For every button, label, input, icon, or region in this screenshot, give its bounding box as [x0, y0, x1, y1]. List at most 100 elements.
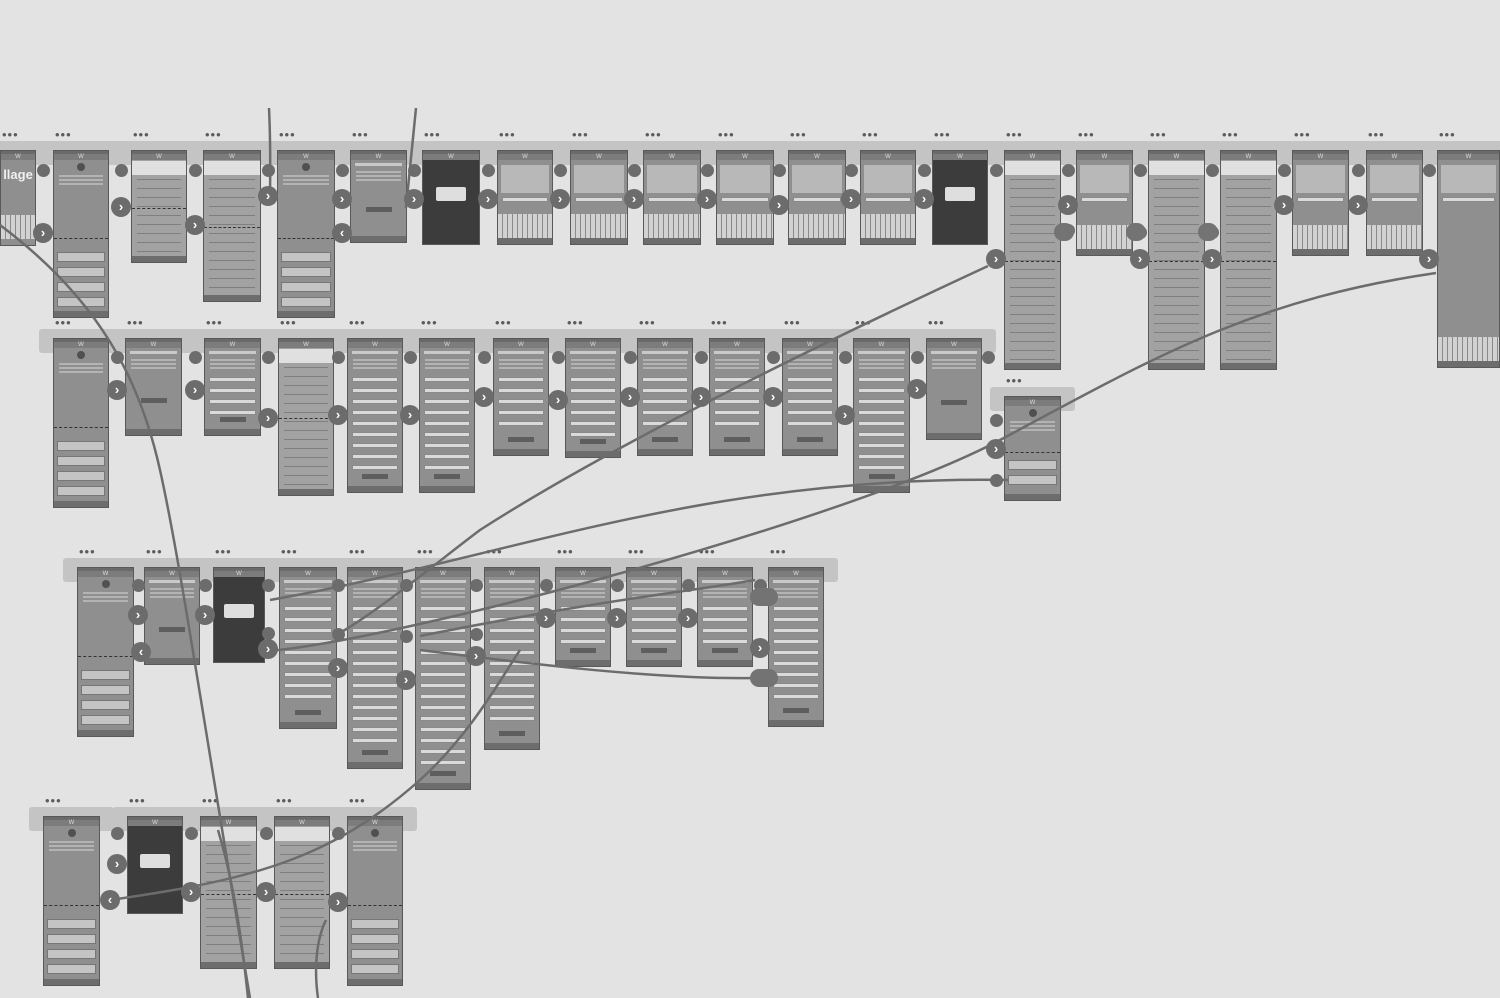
- forward-arrow-icon[interactable]: ›: [258, 186, 278, 206]
- artboard-menu-dots[interactable]: •••: [424, 130, 441, 140]
- artboard-menu-dots[interactable]: •••: [2, 130, 19, 140]
- phone-screen[interactable]: W: [43, 816, 100, 986]
- forward-arrow-icon[interactable]: ›: [258, 639, 278, 659]
- artboard-menu-dots[interactable]: •••: [349, 796, 366, 806]
- forward-arrow-icon[interactable]: ›: [328, 658, 348, 678]
- forward-arrow-icon[interactable]: ›: [128, 605, 148, 625]
- back-arrow-icon[interactable]: ‹: [131, 642, 151, 662]
- forward-arrow-icon[interactable]: ›: [763, 387, 783, 407]
- phone-screen[interactable]: W: [626, 567, 682, 667]
- artboard-menu-dots[interactable]: •••: [45, 796, 62, 806]
- artboard-menu-dots[interactable]: •••: [928, 318, 945, 328]
- forward-arrow-icon[interactable]: ›: [907, 379, 927, 399]
- phone-screen[interactable]: W: [415, 567, 471, 790]
- artboard-menu-dots[interactable]: •••: [133, 130, 150, 140]
- phone-screen[interactable]: W: [497, 150, 553, 245]
- forward-arrow-icon[interactable]: ›: [195, 605, 215, 625]
- artboard-menu-dots[interactable]: •••: [129, 796, 146, 806]
- artboard-menu-dots[interactable]: •••: [127, 318, 144, 328]
- artboard-menu-dots[interactable]: •••: [55, 130, 72, 140]
- phone-screen[interactable]: W: [53, 338, 109, 508]
- forward-arrow-icon[interactable]: ›: [400, 405, 420, 425]
- phone-screen[interactable]: W: [932, 150, 988, 245]
- artboard-menu-dots[interactable]: •••: [202, 796, 219, 806]
- phone-screen[interactable]: W: [493, 338, 549, 456]
- phone-screen[interactable]: W: [347, 816, 403, 986]
- artboard-menu-dots[interactable]: •••: [146, 547, 163, 557]
- phone-screen[interactable]: W: [1366, 150, 1423, 256]
- artboard-menu-dots[interactable]: •••: [699, 547, 716, 557]
- artboard-menu-dots[interactable]: •••: [349, 547, 366, 557]
- forward-arrow-icon[interactable]: ›: [185, 215, 205, 235]
- forward-arrow-icon[interactable]: ›: [256, 882, 276, 902]
- forward-arrow-icon[interactable]: ›: [258, 408, 278, 428]
- artboard-menu-dots[interactable]: •••: [572, 130, 589, 140]
- forward-arrow-icon[interactable]: ›: [185, 380, 205, 400]
- artboard-menu-dots[interactable]: •••: [628, 547, 645, 557]
- artboard-menu-dots[interactable]: •••: [1006, 130, 1023, 140]
- artboard-menu-dots[interactable]: •••: [499, 130, 516, 140]
- forward-arrow-icon[interactable]: ›: [181, 882, 201, 902]
- phone-screen[interactable]: W: [77, 567, 134, 737]
- phone-screen[interactable]: W: [1004, 396, 1061, 501]
- forward-arrow-icon[interactable]: ›: [835, 405, 855, 425]
- phone-screen[interactable]: W: [53, 150, 109, 318]
- phone-screen[interactable]: W: [926, 338, 982, 440]
- forward-arrow-icon[interactable]: ›: [678, 608, 698, 628]
- artboard-menu-dots[interactable]: •••: [639, 318, 656, 328]
- artboard-menu-dots[interactable]: •••: [276, 796, 293, 806]
- artboard-menu-dots[interactable]: •••: [495, 318, 512, 328]
- forward-arrow-icon[interactable]: ›: [750, 638, 770, 658]
- forward-arrow-icon[interactable]: ›: [548, 390, 568, 410]
- forward-arrow-icon[interactable]: ›: [1202, 249, 1222, 269]
- phone-screen[interactable]: W: [570, 150, 628, 245]
- phone-screen[interactable]: W: [697, 567, 753, 667]
- artboard-menu-dots[interactable]: •••: [417, 547, 434, 557]
- forward-arrow-icon[interactable]: ›: [550, 189, 570, 209]
- forward-arrow-icon[interactable]: ›: [474, 387, 494, 407]
- forward-arrow-icon[interactable]: ›: [466, 646, 486, 666]
- forward-arrow-icon[interactable]: ›: [107, 854, 127, 874]
- forward-arrow-icon[interactable]: ›: [986, 249, 1006, 269]
- artboard-menu-dots[interactable]: •••: [790, 130, 807, 140]
- phone-screen[interactable]: W: [1004, 150, 1061, 370]
- artboard-menu-dots[interactable]: •••: [557, 547, 574, 557]
- phone-screen[interactable]: W: [274, 816, 330, 969]
- forward-arrow-icon[interactable]: ›: [841, 189, 861, 209]
- phone-screen[interactable]: W: [782, 338, 838, 456]
- artboard-menu-dots[interactable]: •••: [645, 130, 662, 140]
- phone-screen[interactable]: W: [419, 338, 475, 493]
- artboard-menu-dots[interactable]: •••: [1439, 130, 1456, 140]
- artboard-menu-dots[interactable]: •••: [1222, 130, 1239, 140]
- phone-screen[interactable]: W: [565, 338, 621, 458]
- forward-arrow-icon[interactable]: ›: [624, 189, 644, 209]
- forward-arrow-icon[interactable]: ›: [1348, 195, 1368, 215]
- phone-screen[interactable]: W: [347, 338, 403, 493]
- artboard-menu-dots[interactable]: •••: [855, 318, 872, 328]
- artboard-menu-dots[interactable]: •••: [711, 318, 728, 328]
- phone-screen[interactable]: W: [1437, 150, 1500, 368]
- forward-arrow-icon[interactable]: ›: [1274, 195, 1294, 215]
- forward-arrow-icon[interactable]: ›: [769, 195, 789, 215]
- phone-screen[interactable]: W: [1292, 150, 1349, 256]
- artboard-menu-dots[interactable]: •••: [352, 130, 369, 140]
- forward-arrow-icon[interactable]: ›: [1419, 249, 1439, 269]
- phone-screen[interactable]: W: [853, 338, 910, 493]
- artboard-menu-dots[interactable]: •••: [1294, 130, 1311, 140]
- forward-arrow-icon[interactable]: ›: [536, 608, 556, 628]
- phone-screen[interactable]: W: [555, 567, 611, 667]
- artboard-menu-dots[interactable]: •••: [421, 318, 438, 328]
- phone-screen[interactable]: W: [860, 150, 916, 245]
- forward-arrow-icon[interactable]: ›: [691, 387, 711, 407]
- forward-arrow-icon[interactable]: ›: [404, 189, 424, 209]
- phone-screen[interactable]: W: [637, 338, 693, 456]
- phone-screen[interactable]: W: [350, 150, 407, 243]
- forward-arrow-icon[interactable]: ›: [33, 223, 53, 243]
- phone-screen[interactable]: W: [347, 567, 403, 769]
- phone-screen[interactable]: W: [200, 816, 257, 969]
- phone-screen[interactable]: W: [643, 150, 701, 245]
- phone-screen[interactable]: W: [203, 150, 261, 302]
- forward-arrow-icon[interactable]: ›: [1130, 249, 1150, 269]
- artboard-menu-dots[interactable]: •••: [770, 547, 787, 557]
- artboard-menu-dots[interactable]: •••: [1150, 130, 1167, 140]
